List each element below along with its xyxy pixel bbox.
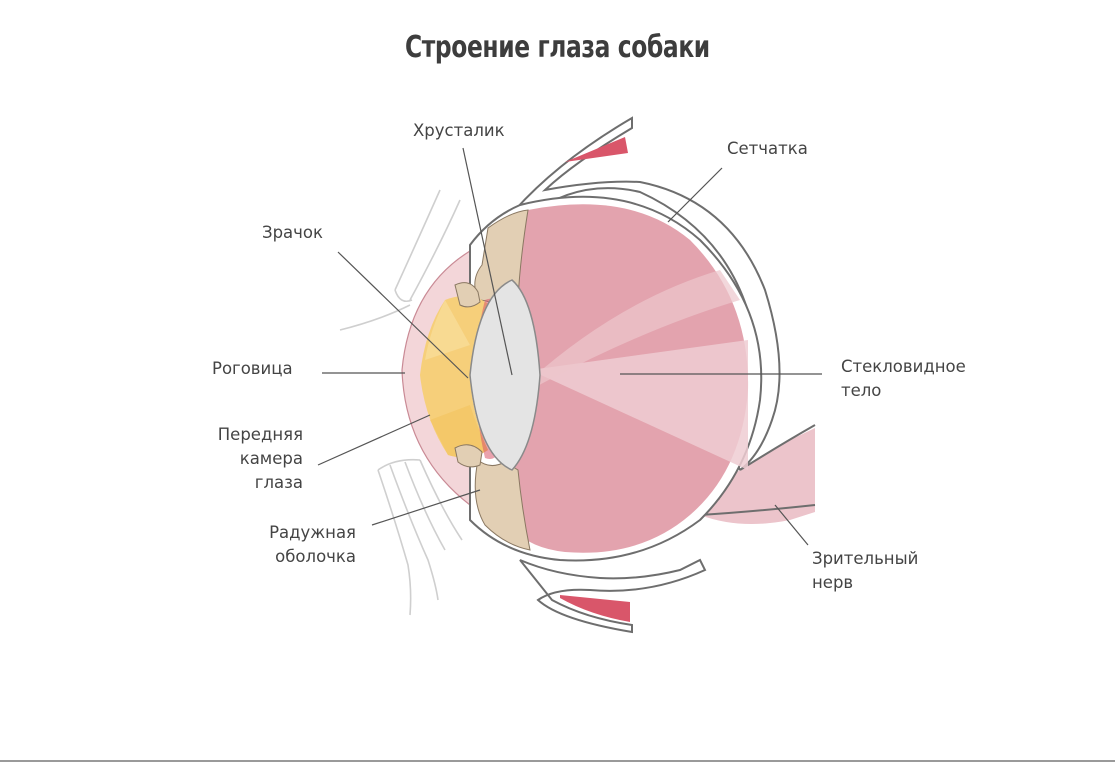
label-iris-1: Радужная [269,523,356,542]
lens [469,279,541,471]
leader-anterior [317,414,431,466]
ciliary-lower [454,444,483,468]
label-nerve-1: Зрительный [812,549,918,568]
leader-pupil [337,251,469,379]
leader-iris [371,489,481,526]
label-nerve-2: нерв [812,573,853,592]
label-lens: Хрусталик [413,121,505,140]
label-cornea: Роговица [212,359,293,378]
leader-lens [462,147,513,376]
light-ray [530,340,748,470]
ciliary-upper [454,282,481,308]
leader-nerve [774,504,809,546]
label-pupil: Зрачок [262,223,323,242]
label-retina: Сетчатка [727,139,808,158]
label-iris-2: оболочка [275,547,356,566]
label-vitreous-1: Стекловидное [841,357,966,376]
leader-retina [667,167,723,223]
page-title: Строение глаза собаки [404,30,710,65]
label-anterior-2: камера [240,449,303,468]
label-vitreous-2: тело [841,381,881,400]
label-anterior-1: Передняя [218,425,303,444]
eyelid-lines [339,189,463,616]
bottom-divider [0,760,1115,762]
lower-lid [519,558,707,634]
iris-lower [474,459,531,551]
light-ray-2 [530,270,740,390]
label-anterior-3: глаза [255,473,303,492]
